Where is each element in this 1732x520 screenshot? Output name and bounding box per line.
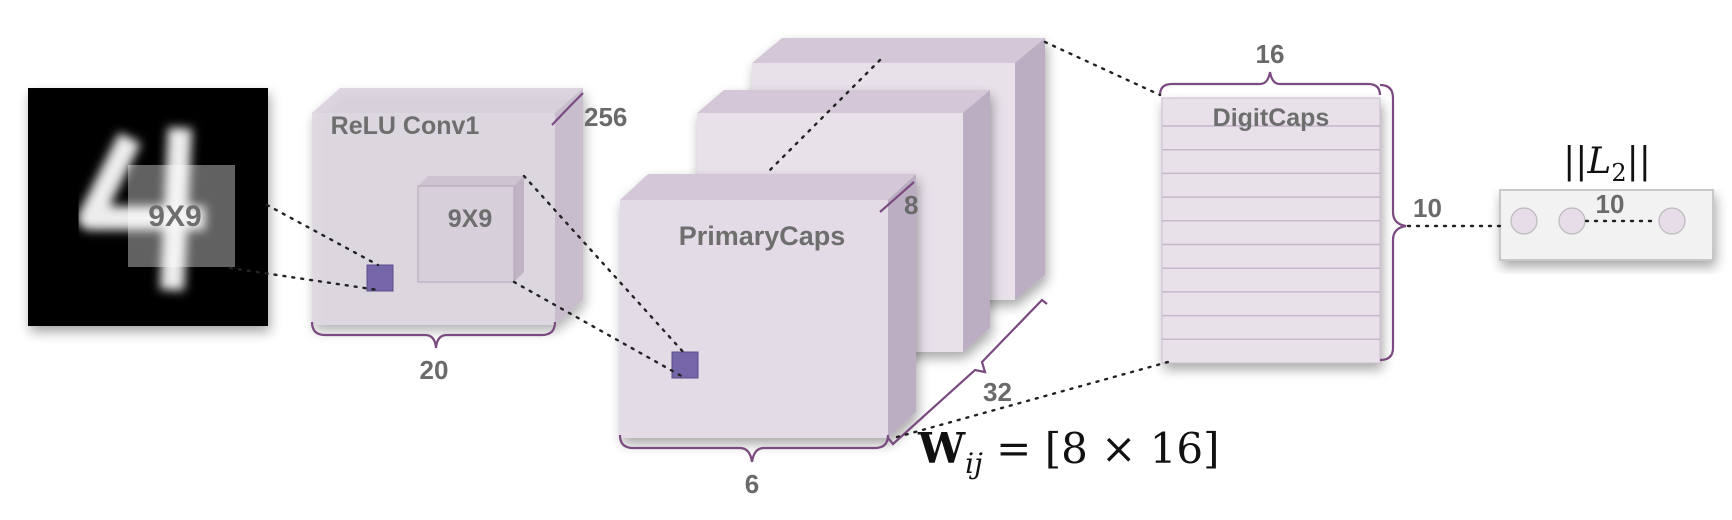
conv1-title: ReLU Conv1 bbox=[331, 112, 480, 140]
digitcaps-title: DigitCaps bbox=[1213, 104, 1330, 132]
digit-four-glyph bbox=[78, 127, 205, 291]
primarycaps-depth-brace bbox=[879, 181, 915, 213]
output-norm-label: ||L2|| bbox=[1563, 141, 1651, 187]
digitcaps-block bbox=[1161, 97, 1381, 364]
conv1-width-label: 20 bbox=[420, 355, 449, 385]
primarycaps-count-label: 32 bbox=[983, 377, 1012, 407]
digitcaps-width-brace bbox=[1158, 71, 1382, 96]
primarycaps-depth-label: 8 bbox=[904, 190, 918, 220]
conv1-width-brace bbox=[310, 321, 557, 349]
conv1-depth-brace bbox=[551, 92, 584, 126]
digitcaps-height-brace bbox=[1379, 83, 1407, 362]
primarycaps-title: PrimaryCaps bbox=[679, 221, 846, 251]
conv1-kernel-label: 9X9 bbox=[448, 205, 492, 233]
connector-lines bbox=[228, 40, 1660, 439]
primarycaps-width-brace bbox=[618, 434, 890, 463]
digitcaps-width-label: 16 bbox=[1256, 39, 1285, 69]
output-node-1 bbox=[1510, 207, 1538, 235]
primarycaps-block-front bbox=[620, 174, 916, 438]
output-node-10 bbox=[1658, 207, 1686, 235]
primarycaps-output-unit bbox=[671, 351, 699, 379]
conv1-output-unit bbox=[366, 264, 394, 292]
digitcaps-rows bbox=[1162, 125, 1380, 341]
primarycaps-count-brace bbox=[887, 298, 1048, 446]
output-count-label: 10 bbox=[1596, 189, 1625, 219]
conv1-kernel-cube bbox=[417, 176, 524, 283]
primarycaps-width-label: 6 bbox=[745, 469, 759, 499]
digitcaps-height-label: 10 bbox=[1413, 193, 1442, 223]
output-node-2 bbox=[1558, 207, 1586, 235]
input-kernel-label: 9X9 bbox=[148, 200, 201, 233]
input-kernel-window bbox=[128, 165, 235, 267]
conv1-depth-label: 256 bbox=[584, 102, 627, 132]
weight-formula: Wij = [8 × 16] bbox=[917, 424, 1220, 480]
